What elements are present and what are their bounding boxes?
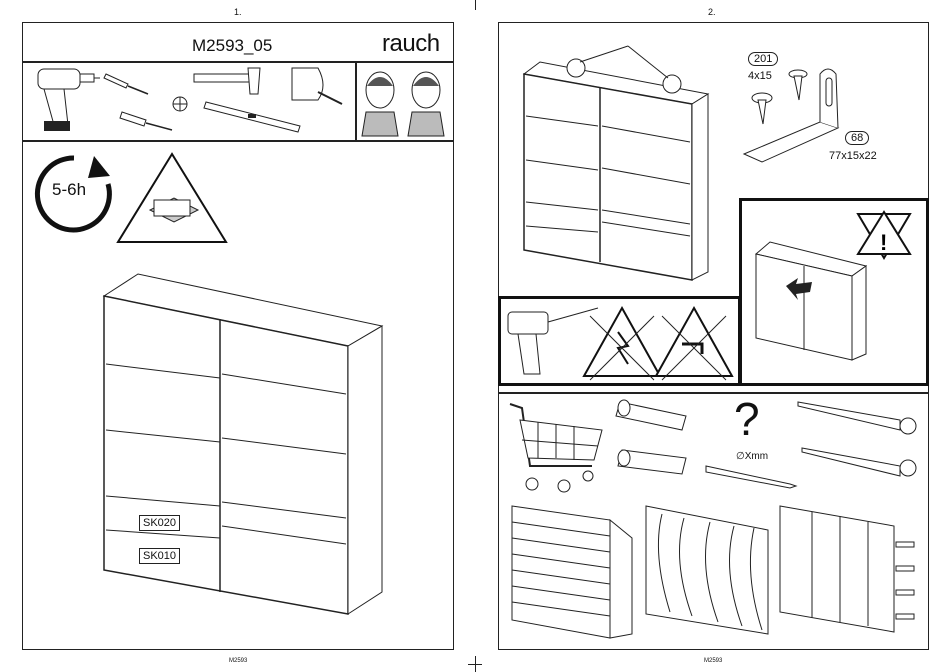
shopping-cart-icon xyxy=(508,400,604,496)
tape-measure-icon xyxy=(288,66,346,110)
divider xyxy=(498,392,929,394)
brick-wall-icon xyxy=(510,504,636,640)
brand-logo: rauch xyxy=(382,30,440,58)
drill-bit-icon xyxy=(706,462,798,490)
wardrobe-wall-fixing-view xyxy=(520,52,710,280)
screwdriver-flat-icon xyxy=(104,70,150,96)
hammer-icon xyxy=(192,66,264,98)
drawer-label: SK020 xyxy=(139,515,180,531)
drill-size-label: ∅Xmm xyxy=(736,451,768,462)
screw-and-bracket-icon xyxy=(744,66,864,182)
page-footer: M2593 xyxy=(704,658,722,664)
divider xyxy=(22,140,454,142)
tip-over-hazard-icon: ! xyxy=(754,210,920,376)
divider xyxy=(22,61,454,63)
svg-text:!: ! xyxy=(880,230,887,255)
crop-mark xyxy=(468,664,482,665)
no-wiring-no-pipes-icon xyxy=(504,302,734,382)
warning-triangle-box-icon xyxy=(116,152,228,244)
cordless-drill-icon xyxy=(30,65,100,137)
page-number: 2. xyxy=(708,7,716,17)
wood-screws-icon xyxy=(796,396,920,486)
screwdriver-phillips-icon xyxy=(120,108,192,134)
page-footer: M2593 xyxy=(229,658,247,664)
part-number-badge: 68 xyxy=(845,131,869,145)
drywall-studs-icon xyxy=(778,504,920,634)
part-dimension: 77x15x22 xyxy=(829,150,877,162)
wall-plugs-icon xyxy=(616,396,696,480)
divider xyxy=(355,61,357,141)
two-workers-icon xyxy=(358,64,452,138)
assembly-time: 5-6h xyxy=(52,180,86,200)
document-title: M2593_05 xyxy=(192,36,272,56)
crop-mark xyxy=(475,0,476,10)
page-number: 1. xyxy=(234,7,242,17)
question-mark: ? xyxy=(734,392,760,446)
drawer-label: SK010 xyxy=(139,548,180,564)
part-number-badge: 201 xyxy=(748,52,778,66)
wood-panel-wall-icon xyxy=(644,504,770,636)
